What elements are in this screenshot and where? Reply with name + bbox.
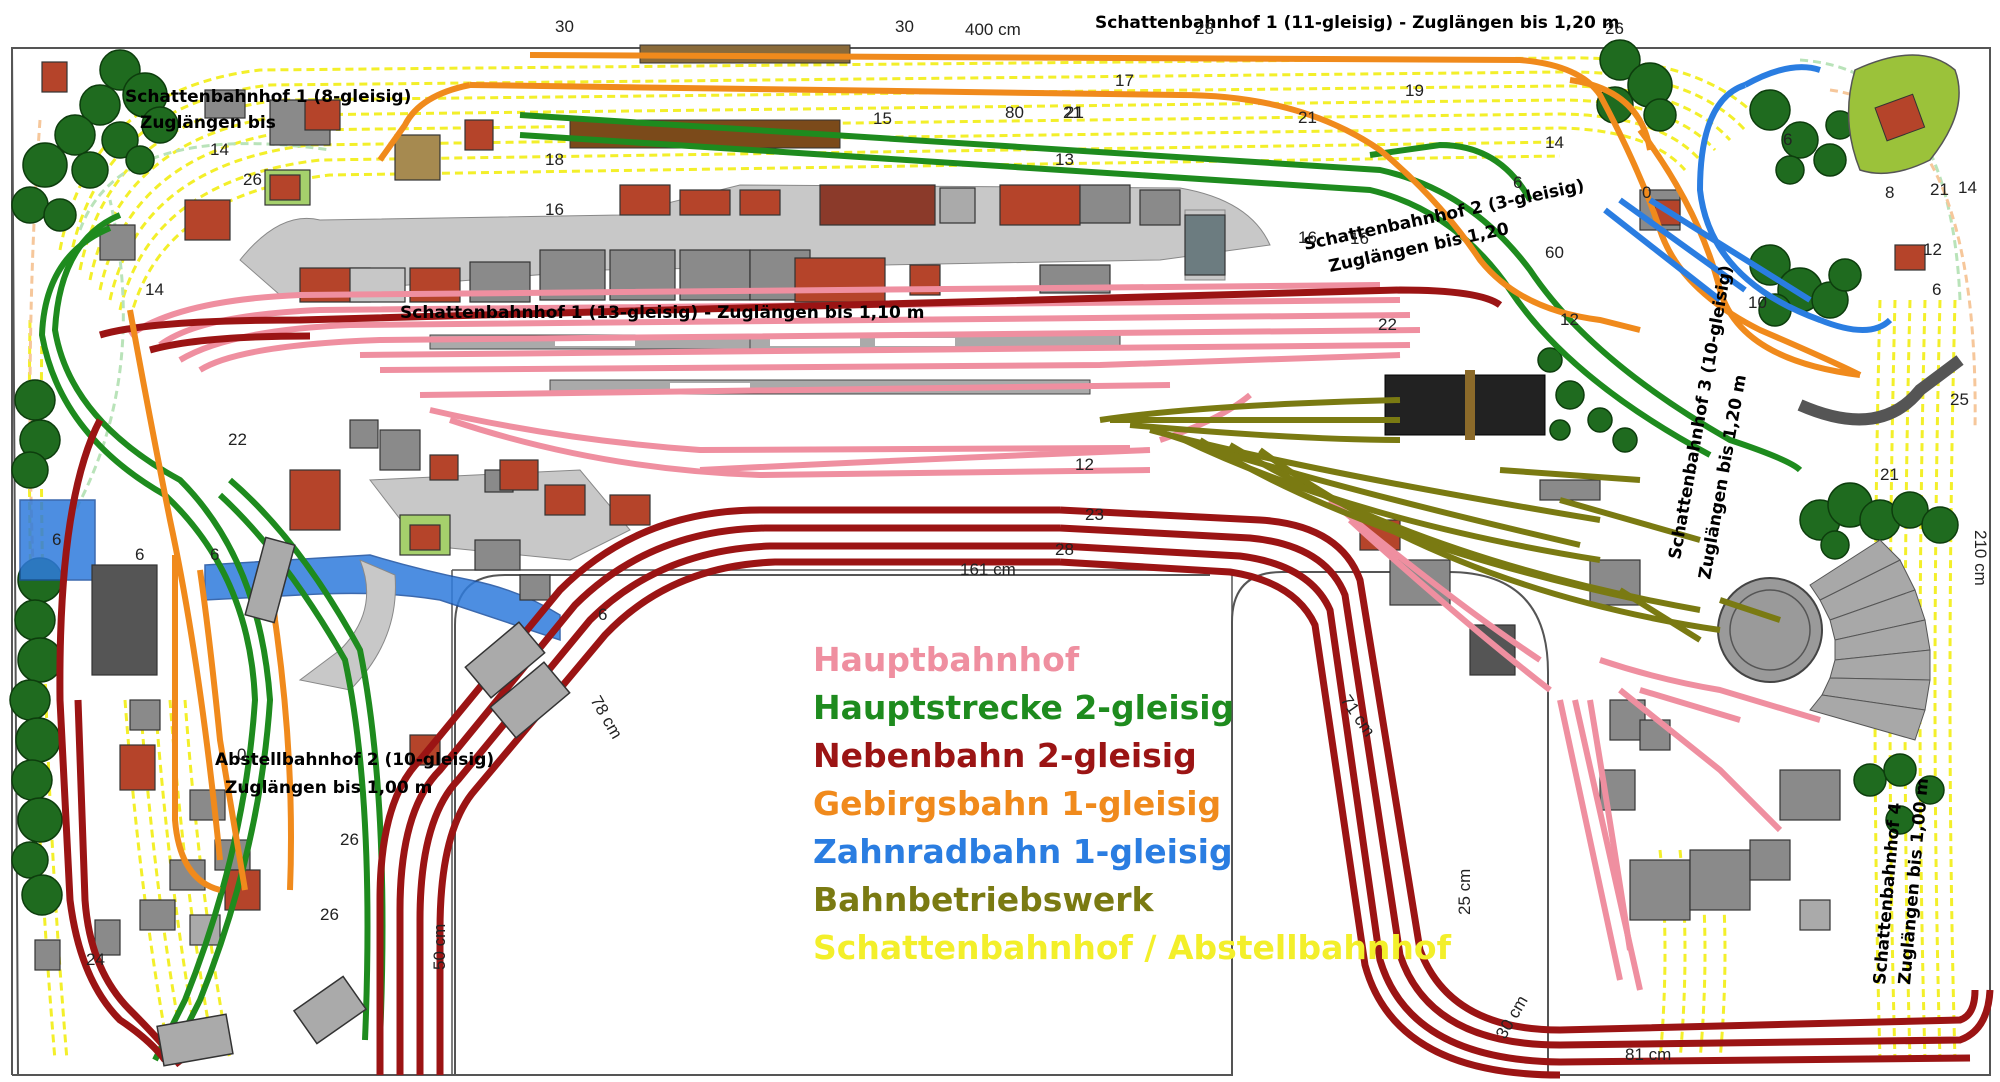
- legend-hauptbahnhof: Hauptbahnhof: [813, 640, 1080, 679]
- track-number-label: 19: [1405, 81, 1424, 100]
- track-number-label: 30: [555, 17, 574, 36]
- track-number-label: 10: [1748, 293, 1767, 312]
- legend-zahnradbahn: Zahnradbahn 1-gleisig: [813, 832, 1233, 871]
- track-number-label: 22: [228, 430, 247, 449]
- track-number-label: 12: [1560, 310, 1579, 329]
- grey-tunnel-arc: [1797, 355, 1964, 426]
- track-number-label: 12: [1075, 455, 1094, 474]
- legend-schattenbahnhof: Schattenbahnhof / Abstellbahnhof: [813, 928, 1451, 967]
- track-number-label: 30: [895, 17, 914, 36]
- track-number-label: 14: [210, 140, 229, 159]
- dim-bottom-right-depth: 30 cm: [1492, 992, 1532, 1042]
- track-number-label: 14: [1958, 178, 1977, 197]
- track-number-label: 26: [320, 905, 339, 924]
- track-number-label: 15: [873, 109, 892, 128]
- sbf-middle: Schattenbahnhof 1 (13-gleisig) - Zugläng…: [400, 303, 924, 323]
- track-number-label: 6: [52, 530, 61, 549]
- sbf1-title: Schattenbahnhof 1 (11-gleisig) - Zugläng…: [1095, 13, 1619, 33]
- legend-gebirgsbahn: Gebirgsbahn 1-gleisig: [813, 784, 1222, 823]
- dim-inner-width: 161 cm: [960, 560, 1016, 579]
- track-number-label: 16: [545, 200, 564, 219]
- sbf1-top-left: Schattenbahnhof 1 (8-gleisig): [125, 87, 411, 107]
- abst2-label: Abstellbahnhof 2 (10-gleisig): [215, 750, 494, 770]
- track-number-label: 18: [545, 150, 564, 169]
- track-number-label: 21: [1880, 465, 1899, 484]
- track-number-label: 28: [1055, 540, 1074, 559]
- track-number-label: 6: [135, 545, 144, 564]
- legend-hauptstrecke: Hauptstrecke 2-gleisig: [813, 688, 1235, 727]
- track-number-label: 8: [1885, 183, 1894, 202]
- zahnradbahn-tracks: [1603, 64, 1893, 333]
- legend-nebenbahn: Nebenbahn 2-gleisig: [813, 736, 1197, 775]
- track-number-label: 6: [1932, 280, 1941, 299]
- track-number-label: 6: [1513, 173, 1522, 192]
- track-number-label: 21: [1065, 103, 1084, 122]
- hill-building: [1874, 93, 1926, 142]
- dim-right-leg: 25 cm: [1455, 869, 1474, 915]
- track-number-label: 21: [1063, 103, 1082, 122]
- track-number-label: 26: [1605, 19, 1624, 38]
- track-number-label: 6: [1783, 130, 1792, 149]
- turntable: [1717, 577, 1823, 683]
- bahnbetriebswerk-tracks: [1099, 397, 1781, 643]
- track-number-label: 6: [598, 605, 607, 624]
- track-number-label: 26: [243, 170, 262, 189]
- dim-bottom-right-width: 81 cm: [1625, 1045, 1671, 1064]
- track-number-label: 24: [86, 950, 105, 969]
- tree-groups: [9, 39, 1959, 916]
- abst2-length: Zuglängen bis 1,00 m: [225, 778, 432, 798]
- track-number-label: 16: [1350, 229, 1369, 248]
- track-number-label: 0: [1642, 183, 1651, 202]
- track-number-label: 22: [1378, 315, 1397, 334]
- bw-shed-detail: [1465, 370, 1475, 440]
- roundhouse-stalls: [1809, 539, 1931, 741]
- track-number-label: 80: [1005, 103, 1024, 122]
- dim-width-top: 400 cm: [965, 20, 1021, 39]
- track-number-label: 13: [1055, 150, 1074, 169]
- track-number-label: 60: [1545, 243, 1564, 262]
- track-number-label: 14: [1545, 133, 1564, 152]
- dim-diag-left: 78 cm: [587, 693, 627, 743]
- turntable-inner: [1729, 589, 1811, 671]
- dim-height-right: 210 cm: [1971, 530, 1990, 586]
- track-number-label: 17: [1115, 71, 1134, 90]
- track-number-label: 16: [1298, 228, 1317, 247]
- track-number-label: 21: [1930, 180, 1949, 199]
- bridges: [156, 536, 571, 1067]
- track-number-label: 0: [237, 745, 246, 764]
- legend: Hauptbahnhof Hauptstrecke 2-gleisig Nebe…: [813, 640, 1473, 976]
- track-number-label: 23: [1085, 505, 1104, 524]
- sbf1-left-length: Zuglängen bis: [140, 113, 276, 133]
- legend-bahnbetriebswerk: Bahnbetriebswerk: [813, 880, 1154, 919]
- track-number-label: 14: [145, 280, 164, 299]
- track-number-label: 26: [340, 830, 359, 849]
- track-number-label: 12: [1923, 240, 1942, 259]
- nebenbahn-tracks: [56, 286, 1994, 1079]
- track-number-label: 28: [1195, 19, 1214, 38]
- dim-left-depth: 50 cm: [430, 924, 449, 970]
- track-number-label: 21: [1298, 108, 1317, 127]
- track-number-label: 25: [1950, 390, 1969, 409]
- track-number-label: 6: [210, 545, 219, 564]
